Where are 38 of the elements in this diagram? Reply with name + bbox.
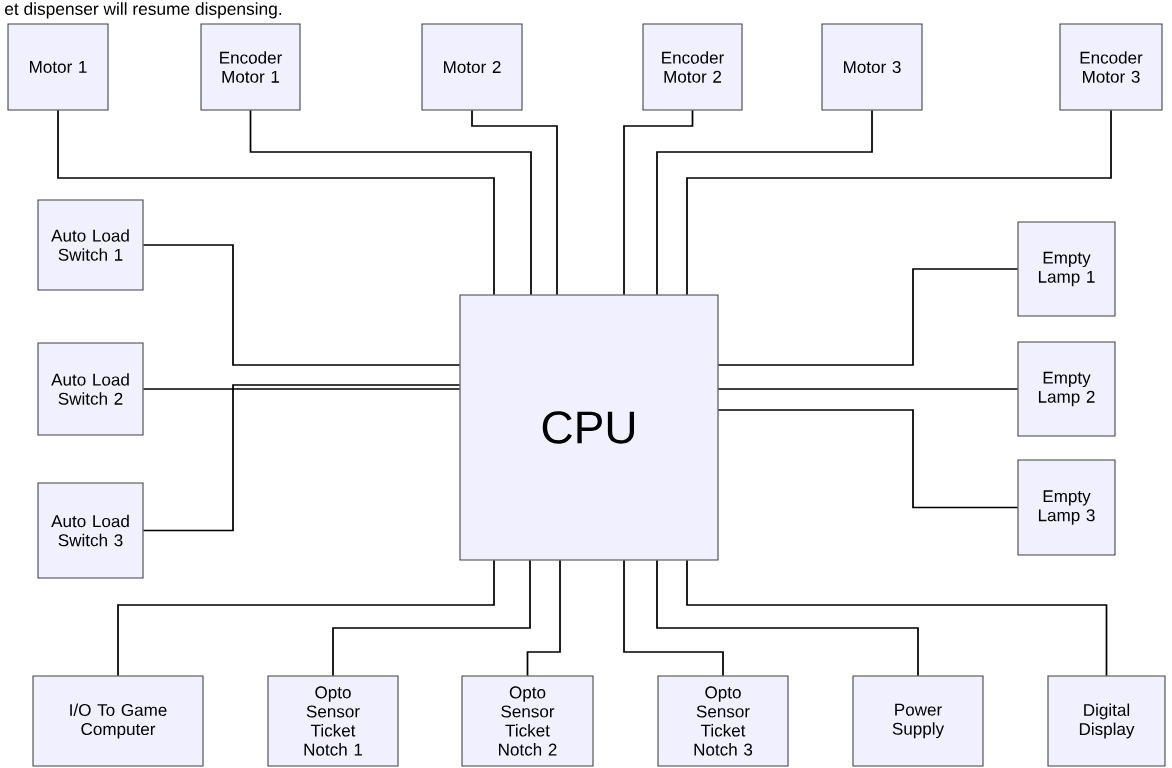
component-box: Auto Load Switch 1: [37, 199, 144, 291]
component-box: Motor 1: [7, 23, 109, 111]
connector-line: [526, 559, 561, 677]
connector-line: [142, 388, 461, 390]
connector-line: [686, 109, 1112, 296]
cpu-box: CPU: [459, 294, 719, 561]
connector-line: [623, 109, 694, 296]
component-box: Motor 2: [421, 23, 523, 111]
component-box: Opto Sensor Ticket Notch 1: [267, 675, 399, 767]
component-box: Opto Sensor Ticket Notch 3: [657, 675, 789, 767]
component-box: Opto Sensor Ticket Notch 2: [461, 675, 594, 767]
component-box: Empty Lamp 2: [1017, 341, 1116, 437]
connector-line: [117, 559, 495, 677]
connector-line: [717, 268, 1019, 366]
component-box: Empty Lamp 1: [1017, 221, 1116, 317]
connector-line: [249, 109, 532, 296]
component-box: I/O To Game Computer: [32, 675, 204, 767]
connector-line: [623, 559, 724, 677]
component-box: Auto Load Switch 2: [37, 342, 144, 436]
component-box: Power Supply: [852, 675, 984, 767]
component-box: Auto Load Switch 3: [37, 482, 144, 579]
connector-line: [142, 244, 461, 366]
connector-line: [332, 559, 531, 677]
connector-line: [471, 109, 558, 296]
connector-line: [57, 109, 495, 296]
caption-text: et dispenser will resume dispensing.: [5, 2, 282, 19]
connector-line: [717, 388, 1019, 390]
component-box: Encoder Motor 1: [200, 23, 301, 111]
component-box: Digital Display: [1047, 675, 1166, 767]
component-box: Encoder Motor 2: [642, 23, 743, 111]
connector-line: [656, 559, 919, 677]
connector-line: [686, 559, 1108, 677]
connector-line: [717, 409, 1019, 509]
connector-line: [656, 109, 873, 296]
component-box: Empty Lamp 3: [1017, 459, 1116, 556]
connector-line: [142, 384, 461, 532]
component-box: Motor 3: [821, 23, 923, 111]
component-box: Encoder Motor 3: [1059, 23, 1163, 111]
